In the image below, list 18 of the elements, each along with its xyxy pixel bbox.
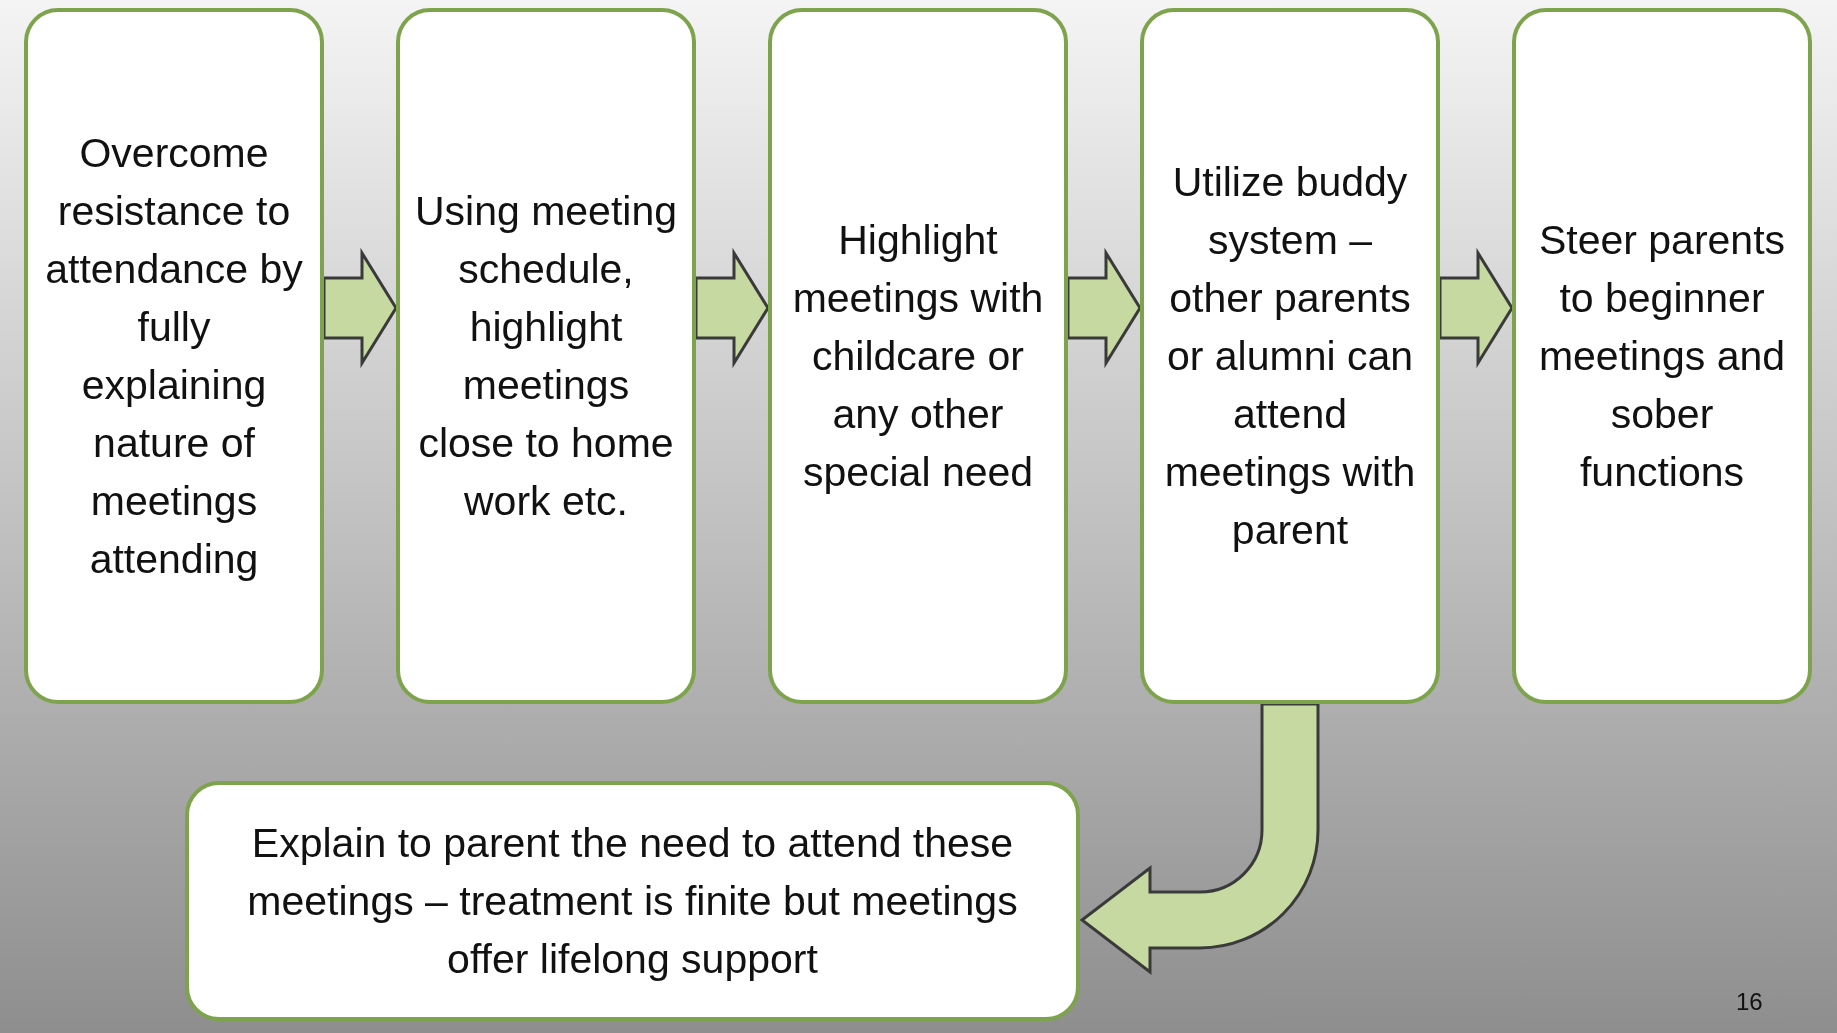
block-arrow [1066, 247, 1142, 369]
block-arrow [322, 247, 398, 369]
process-box [768, 8, 1068, 704]
process-box [185, 781, 1080, 1021]
process-box [1140, 8, 1440, 704]
box-text: Explain to parent the need to attend these meetings – treatment is finite but meetings offer lifelong support [246, 819, 1019, 984]
process-box [24, 8, 324, 704]
process-box [1512, 8, 1812, 704]
box-text: Highlight meetings with childcare or any other special need [791, 216, 1045, 497]
box-text: Using meeting schedule, highlight meetings close to home work etc. [414, 187, 678, 526]
page-number: 16 [1736, 988, 1763, 1016]
block-arrow [694, 247, 770, 369]
process-box [396, 8, 696, 704]
box-text: Overcome resistance to attendance by fully explaining nature of meetings attending [44, 129, 304, 584]
box-text: Steer parents to beginner meetings and sober functions [1537, 216, 1787, 497]
box-text: Utilize buddy system – other parents or alumni can attend meetings with parent [1163, 158, 1417, 555]
block-arrow [1438, 247, 1514, 369]
block-arrow [1080, 702, 1320, 974]
